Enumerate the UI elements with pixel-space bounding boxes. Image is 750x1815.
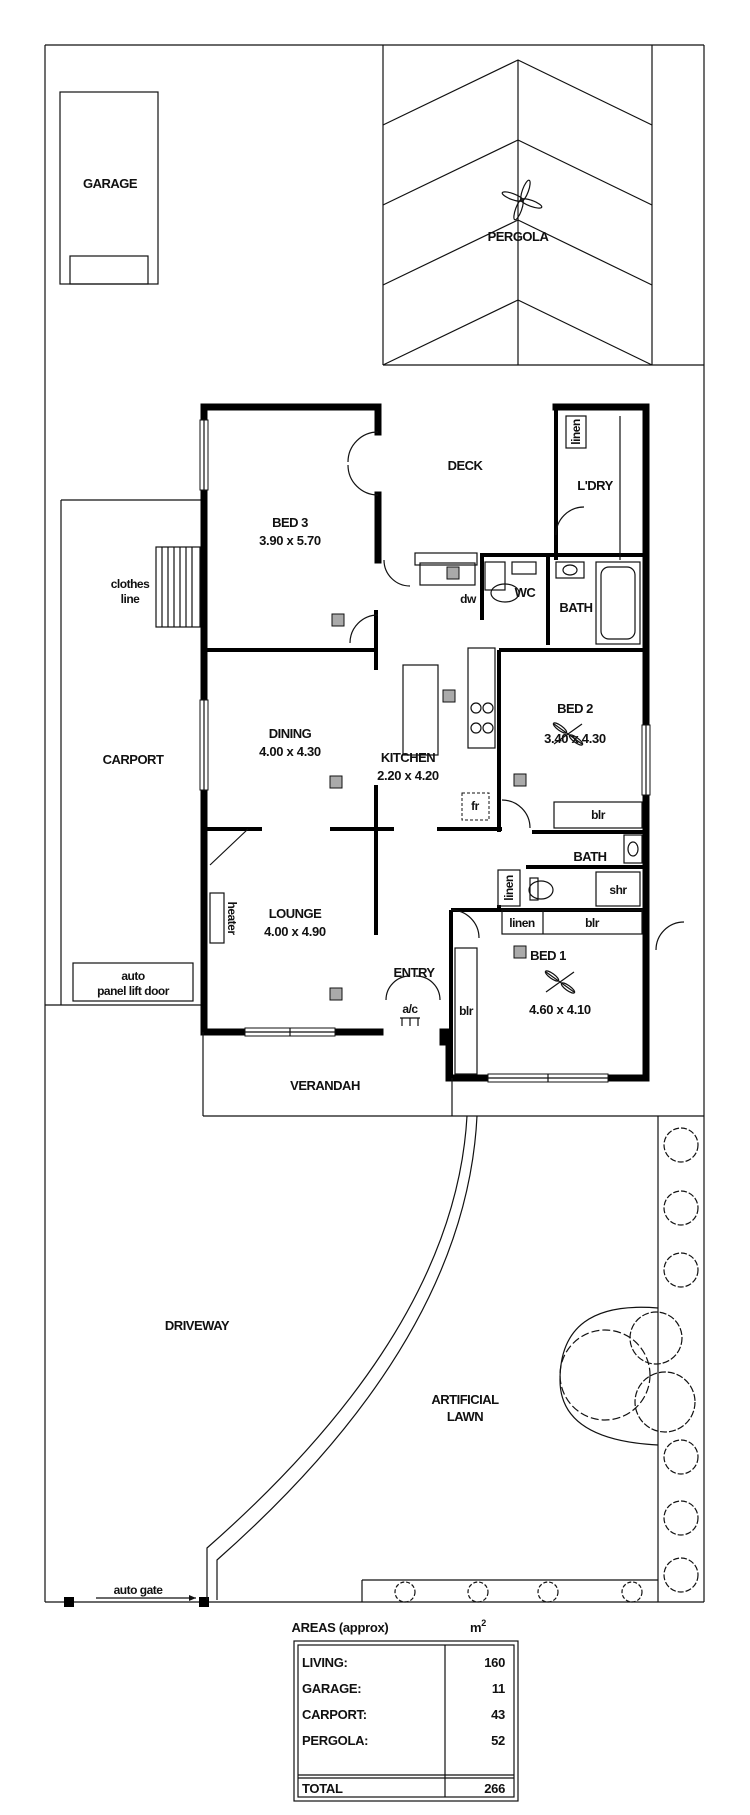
ensuite-bath-label: BATH [573, 849, 606, 864]
entry: ENTRY a/c [393, 965, 436, 1026]
wc: WC [480, 560, 537, 618]
carport-label: CARPORT [103, 752, 164, 767]
areas-row-label: LIVING: [302, 1655, 348, 1670]
auto-gate-label: auto gate [114, 1583, 164, 1597]
areas-row-value: 43 [491, 1707, 505, 1722]
site-boundary [44, 44, 705, 1607]
light-icon [329, 775, 343, 789]
main-bath: BATH [555, 561, 641, 645]
areas-row-value: 160 [484, 1655, 505, 1670]
main-bath-label: BATH [559, 600, 592, 615]
auto-gate: auto gate [96, 1583, 196, 1601]
kitchen: dw fr KITCHEN 2.20 x 4.20 [377, 552, 506, 821]
bed2: BED 2 3.40 x 4.30 blr [513, 701, 643, 829]
areas-row-value: 52 [491, 1733, 505, 1748]
lawn-label-1: ARTIFICIAL [431, 1392, 499, 1407]
areas-table: AREAS (approx) m2 LIVING: 160 GARAGE: 11… [292, 1618, 519, 1802]
areas-row-label: PERGOLA: [302, 1733, 368, 1748]
ceiling-fan-icon [544, 970, 576, 994]
areas-row-label: GARAGE: [302, 1681, 361, 1696]
dining-label: DINING [269, 726, 312, 741]
carport: clothes line CARPORT auto panel lift doo… [45, 499, 203, 1006]
boundary-post-gate [199, 1597, 209, 1607]
fridge-label: fr [471, 799, 479, 813]
wc-label: WC [515, 585, 537, 600]
areas-header-label: AREAS (approx) [292, 1620, 389, 1635]
bed2-label: BED 2 [557, 701, 593, 716]
ceiling-fan-icon [501, 179, 543, 221]
doors [347, 431, 685, 1001]
dining-dimensions: 4.00 x 4.30 [259, 744, 321, 759]
kitchen-label: KITCHEN [381, 750, 435, 765]
verandah: VERANDAH [202, 1032, 704, 1117]
shrubs [394, 1127, 699, 1603]
pergola-label: PERGOLA [488, 229, 550, 244]
bed1-robe-top-label: blr [585, 916, 600, 930]
driveway-label: DRIVEWAY [165, 1318, 230, 1333]
areas-row-value: 11 [492, 1681, 505, 1696]
garage-label: GARAGE [83, 176, 138, 191]
bed1-label: BED 1 [530, 948, 566, 963]
bed1-robe-side-label: blr [459, 1004, 474, 1018]
deck-label: DECK [448, 458, 484, 473]
clothes-line-label-1: clothes [111, 577, 150, 591]
lawn-label-2: LAWN [447, 1409, 483, 1424]
lounge-label: LOUNGE [269, 906, 322, 921]
dishwasher-label: dw [460, 592, 477, 606]
bed1-dimensions: 4.60 x 4.10 [529, 1002, 591, 1017]
laundry: linen L'DRY [565, 415, 621, 560]
bed2-robe-label: blr [591, 808, 606, 822]
light-icon [331, 613, 345, 627]
garage: GARAGE [59, 91, 159, 285]
ceiling-fan-icon [552, 722, 584, 746]
interior-walls [204, 407, 646, 1078]
lounge: heater LOUNGE 4.00 x 4.90 [209, 828, 343, 1001]
lounge-dimensions: 4.00 x 4.90 [264, 924, 326, 939]
clothes-line-label-2: line [121, 592, 140, 606]
windows [199, 419, 651, 1083]
bed3-label: BED 3 [272, 515, 308, 530]
areas-total-label: TOTAL [302, 1781, 343, 1796]
garden-path [206, 1115, 478, 1600]
areas-unit: m2 [470, 1618, 486, 1635]
verandah-label: VERANDAH [290, 1078, 360, 1093]
auto-panel-label-1: auto [121, 969, 145, 983]
hall-linen-label: linen [502, 875, 516, 901]
laundry-linen-label: linen [569, 419, 583, 445]
pergola: PERGOLA [382, 45, 704, 366]
bed1: linen blr BED 1 4.60 x 4.10 blr [454, 909, 643, 1075]
ac-label: a/c [402, 1002, 418, 1016]
heater-label: heater [225, 901, 239, 935]
shower-label: shr [609, 883, 627, 897]
areas-total-value: 266 [484, 1781, 505, 1796]
ensuite: BATH linen shr [497, 834, 643, 907]
entry-label: ENTRY [393, 965, 435, 980]
laundry-label: L'DRY [577, 478, 613, 493]
bed3-dimensions: 3.90 x 5.70 [259, 533, 321, 548]
clothes-line-icon [155, 546, 201, 628]
areas-row-label: CARPORT: [302, 1707, 367, 1722]
boundary-post-left [64, 1597, 74, 1607]
bed1-linen-label: linen [509, 916, 535, 930]
garden-bed [361, 1116, 659, 1602]
kitchen-dimensions: 2.20 x 4.20 [377, 768, 439, 783]
auto-panel-label-2: panel lift door [97, 984, 170, 998]
